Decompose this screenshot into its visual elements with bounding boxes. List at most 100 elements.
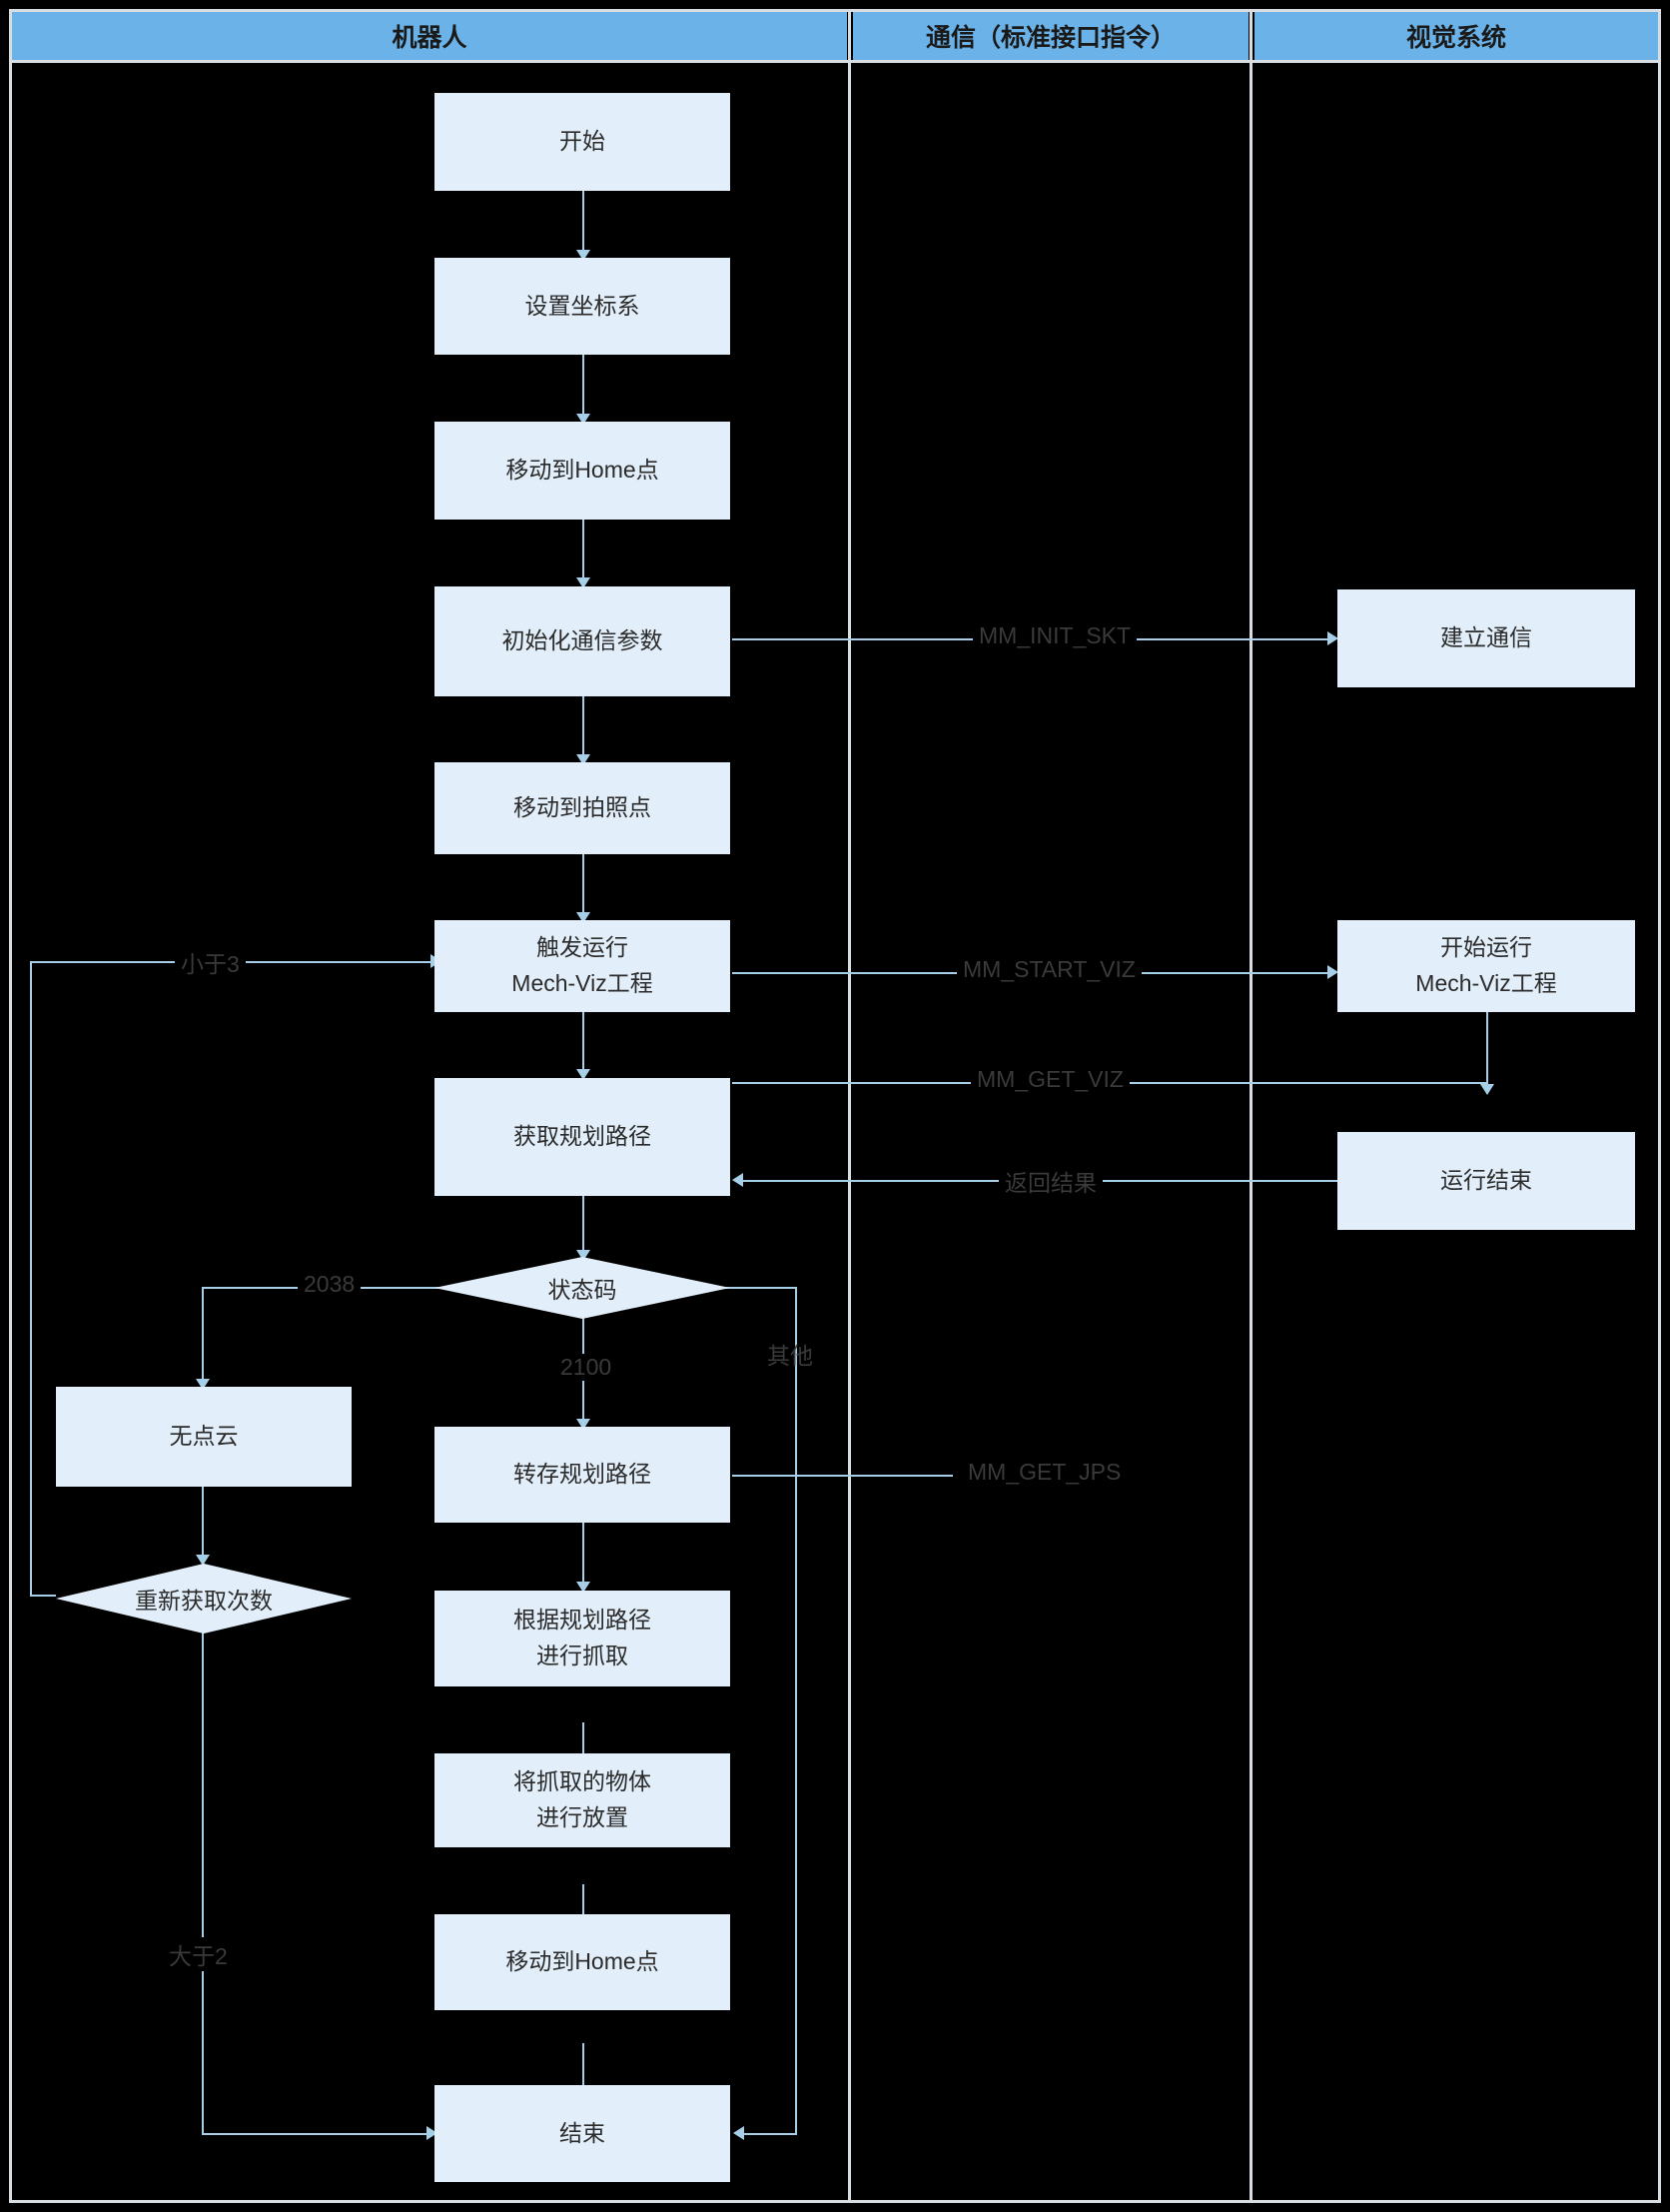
lane-divider-comm-vision xyxy=(1250,9,1252,2203)
edge-label-return-result: 返回结果 xyxy=(999,1164,1103,1198)
connector-home2-to-end xyxy=(582,2043,584,2105)
node-save-path-line-0: 转存规划路径 xyxy=(513,1461,651,1488)
connector-initcomm-to-capture xyxy=(582,694,584,764)
arrowhead-capture xyxy=(576,754,590,765)
node-start[interactable]: 开始 xyxy=(434,93,730,191)
arrowhead-home1 xyxy=(576,414,590,425)
node-end[interactable]: 结束 xyxy=(434,2085,730,2182)
retry-count-shape xyxy=(56,1564,352,1634)
arrowhead-getpath xyxy=(576,1069,590,1080)
connector-home1-to-initcomm xyxy=(582,519,584,586)
connector-getpath-to-statuscode xyxy=(582,1194,584,1259)
node-set-frame-line-0: 设置坐标系 xyxy=(524,292,640,319)
arrowhead-start-viz xyxy=(1327,965,1338,979)
node-viz-done-line-0: 运行结束 xyxy=(1440,1167,1532,1194)
edge-label-2038: 2038 xyxy=(298,1271,362,1298)
node-move-capture[interactable]: 移动到拍照点 xyxy=(434,762,730,854)
arrowhead-nocloud xyxy=(196,1379,210,1390)
node-pick[interactable]: 根据规划路径 进行抓取 xyxy=(434,1591,730,1686)
connector-other-vertical xyxy=(795,1287,797,2134)
connector-mm-get-viz-down xyxy=(1486,1010,1488,1092)
node-pick-line-0: 根据规划路径 xyxy=(513,1607,651,1634)
node-no-cloud[interactable]: 无点云 xyxy=(56,1387,352,1487)
node-trigger-viz-line-0: 触发运行 xyxy=(536,934,628,961)
arrowhead-getpath-return xyxy=(732,1173,743,1187)
node-viz-done[interactable]: 运行结束 xyxy=(1337,1132,1635,1230)
connector-capture-to-triggerviz xyxy=(582,852,584,922)
edge-label-mm-get-jps: MM_GET_JPS xyxy=(962,1459,1128,1486)
lane-top-border xyxy=(12,9,1658,12)
node-move-home-1-line-0: 移动到Home点 xyxy=(505,457,659,484)
node-establish-comm-line-0: 建立通信 xyxy=(1440,624,1532,651)
arrowhead-statuscode xyxy=(576,1250,590,1261)
arrowhead-savepath xyxy=(576,1419,590,1430)
arrowhead-triggerviz xyxy=(576,912,590,923)
node-move-home-1[interactable]: 移动到Home点 xyxy=(434,422,730,520)
connector-other-horizontal-bottom xyxy=(742,2133,797,2135)
lane-divider-robot-comm xyxy=(848,9,851,2203)
edge-label-mm-init-skt: MM_INIT_SKT xyxy=(973,622,1138,649)
arrowhead-setframe xyxy=(576,250,590,261)
lane-header-robot: 机器人 xyxy=(12,12,847,60)
node-no-cloud-line-0: 无点云 xyxy=(169,1423,239,1450)
arrowhead-end-from-other xyxy=(733,2126,744,2140)
connector-other-horizontal-top xyxy=(721,1287,797,1289)
lane-divider-left xyxy=(9,9,12,2203)
node-move-home-2[interactable]: 移动到Home点 xyxy=(434,1914,730,2010)
lane-header-comm: 通信（标准接口指令） xyxy=(853,12,1249,60)
connector-mm-get-jps xyxy=(732,1475,953,1477)
lane-header-robot-label: 机器人 xyxy=(392,24,467,52)
node-get-path-line-0: 获取规划路径 xyxy=(513,1123,651,1150)
status-code-shape xyxy=(434,1257,730,1319)
node-end-line-0: 结束 xyxy=(559,2119,605,2146)
node-trigger-viz-line-1: Mech-Viz工程 xyxy=(511,970,653,996)
connector-2038-vertical xyxy=(202,1287,204,1387)
arrowhead-initcomm xyxy=(576,577,590,588)
node-move-capture-line-0: 移动到拍照点 xyxy=(513,794,651,821)
arrowhead-retry xyxy=(196,1555,210,1566)
node-establish-comm[interactable]: 建立通信 xyxy=(1337,589,1635,687)
arrowhead-end-from-retry xyxy=(426,2126,437,2140)
edge-label-mm-get-viz: MM_GET_VIZ xyxy=(971,1066,1130,1093)
node-set-frame[interactable]: 设置坐标系 xyxy=(434,258,730,355)
node-retry-count[interactable]: 重新获取次数 xyxy=(56,1564,352,1634)
edge-label-greater-than-2: 大于2 xyxy=(163,1937,234,1971)
node-init-comm-line-0: 初始化通信参数 xyxy=(501,627,663,654)
node-get-path[interactable]: 获取规划路径 xyxy=(434,1078,730,1196)
connector-savepath-to-pick xyxy=(582,1523,584,1591)
connector-greaterthan2-vertical xyxy=(202,1633,204,2134)
node-trigger-viz[interactable]: 触发运行 Mech-Viz工程 xyxy=(434,920,730,1012)
arrowhead-pick xyxy=(576,1582,590,1593)
node-pick-line-1: 进行抓取 xyxy=(536,1643,628,1668)
edge-label-mm-start-viz: MM_START_VIZ xyxy=(957,956,1142,983)
lane-header-comm-label: 通信（标准接口指令） xyxy=(925,24,1176,52)
arrowhead-viz-done xyxy=(1480,1084,1494,1095)
edge-label-2100: 2100 xyxy=(554,1354,618,1381)
connector-start-to-setframe xyxy=(582,190,584,260)
node-status-code[interactable]: 状态码 xyxy=(434,1257,730,1319)
lane-bottom-border xyxy=(9,2200,1661,2203)
node-start-viz-line-1: Mech-Viz工程 xyxy=(1415,970,1557,996)
connector-lessthan3-horizontal-left xyxy=(30,1595,56,1597)
node-place-line-1: 进行放置 xyxy=(536,1804,628,1830)
connector-setframe-to-home1 xyxy=(582,354,584,424)
node-start-viz-line-0: 开始运行 xyxy=(1440,934,1532,961)
node-place-line-0: 将抓取的物体 xyxy=(513,1768,651,1795)
connector-triggerviz-to-getpath xyxy=(582,1010,584,1078)
lane-header-bottom-border xyxy=(12,60,1658,63)
lane-header-vision: 视觉系统 xyxy=(1254,12,1658,60)
node-place[interactable]: 将抓取的物体 进行放置 xyxy=(434,1753,730,1847)
lane-header-vision-label: 视觉系统 xyxy=(1405,24,1506,52)
node-init-comm[interactable]: 初始化通信参数 xyxy=(434,586,730,696)
node-save-path[interactable]: 转存规划路径 xyxy=(434,1427,730,1523)
connector-nocloud-to-retry xyxy=(202,1486,204,1564)
connector-greaterthan2-horizontal xyxy=(202,2133,429,2135)
node-start-viz[interactable]: 开始运行 Mech-Viz工程 xyxy=(1337,920,1635,1012)
arrowhead-establish-comm xyxy=(1327,631,1338,645)
node-move-home-2-line-0: 移动到Home点 xyxy=(505,1948,659,1975)
edge-label-other: 其他 xyxy=(767,1343,813,1369)
lane-divider-right xyxy=(1658,9,1661,2203)
node-start-line-0: 开始 xyxy=(559,128,605,155)
connector-lessthan3-vertical xyxy=(30,961,32,1597)
